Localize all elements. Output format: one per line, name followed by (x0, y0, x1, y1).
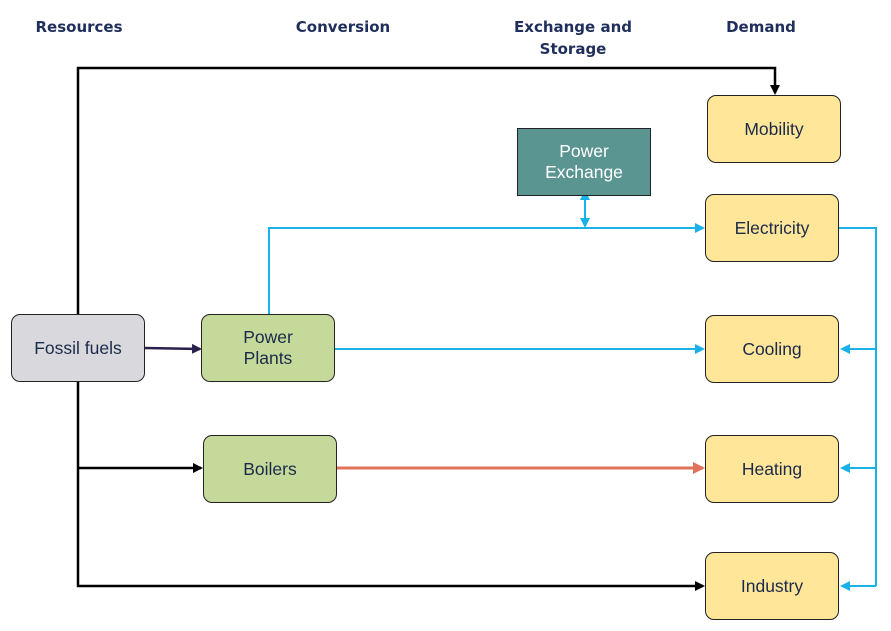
node-mobility: Mobility (707, 95, 841, 163)
edge-fossil-to-power-plants (144, 343, 202, 354)
node-fossil-fuels: Fossil fuels (11, 314, 145, 382)
node-power-exchange: Power Exchange (517, 128, 651, 196)
node-industry: Industry (705, 552, 839, 620)
edge-electricity-bus (838, 227, 877, 586)
node-power-plants: Power Plants (201, 314, 335, 382)
edge-fossil-trunk-down (76, 382, 705, 591)
header-exchange-storage: Exchange and Storage (514, 18, 632, 58)
edge-plants-to-electricity (268, 223, 705, 314)
node-boilers: Boilers (203, 435, 337, 503)
node-electricity: Electricity (705, 194, 839, 262)
header-conversion: Conversion (295, 18, 391, 36)
header-resources: Resources (35, 18, 123, 36)
node-cooling: Cooling (705, 315, 839, 383)
node-heating: Heating (705, 435, 839, 503)
header-demand: Demand (726, 18, 796, 36)
edge-fossil-to-mobility (76, 66, 780, 314)
